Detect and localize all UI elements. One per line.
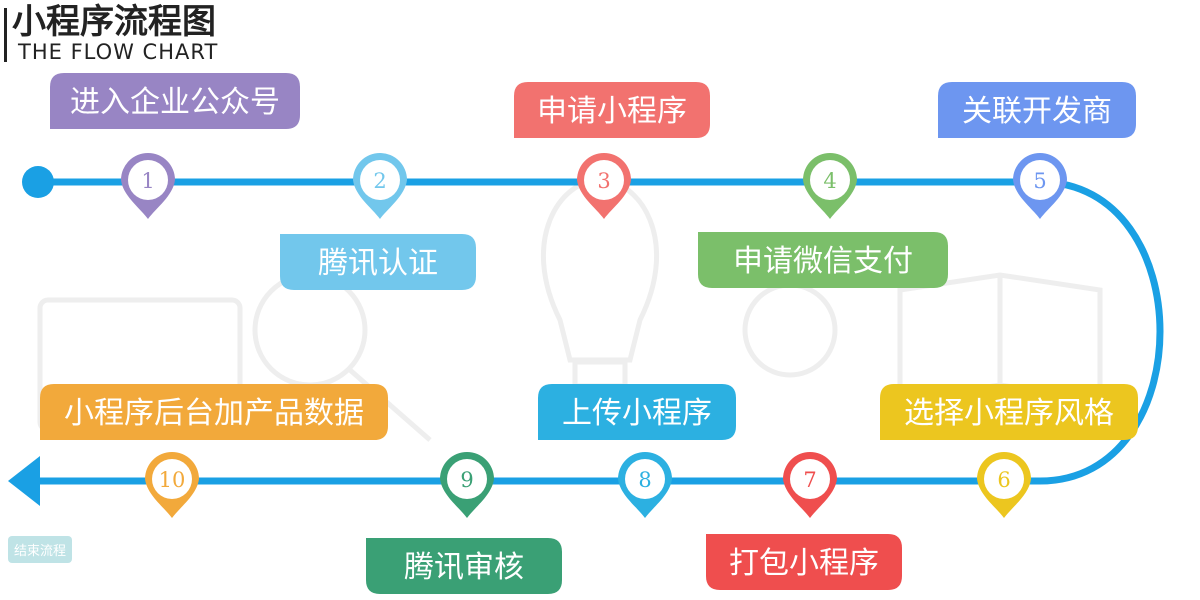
- step-number: 5: [1033, 169, 1046, 193]
- step-label-box: [938, 82, 1136, 138]
- page-title: 小程序流程图: [12, 2, 216, 42]
- pin-inner-circle: [790, 459, 830, 499]
- step-number: 6: [997, 468, 1010, 492]
- step-label-box: [706, 534, 902, 590]
- step-label-2: 腾讯认证: [280, 234, 476, 290]
- end-arrow-icon: [8, 456, 40, 506]
- pin-inner-circle: [128, 160, 168, 200]
- step-label-text: 腾讯认证: [318, 246, 438, 281]
- step-pin-2: 2: [353, 153, 407, 219]
- step-label-1: 进入企业公众号: [50, 73, 300, 129]
- step-label-6: 选择小程序风格: [880, 384, 1138, 440]
- step-label-5: 关联开发商: [938, 82, 1136, 138]
- step-number: 8: [638, 468, 651, 492]
- bulb-base-art: [572, 359, 628, 389]
- pin-inner-circle: [447, 459, 487, 499]
- step-label-text: 打包小程序: [729, 546, 879, 581]
- step-label-7: 打包小程序: [706, 534, 902, 590]
- step-label-text: 选择小程序风格: [904, 396, 1114, 431]
- pin-inner-circle: [584, 160, 624, 200]
- step-pins: 1 2 3 4 5 6 7 8 9 10: [121, 153, 1067, 518]
- step-label-box: [366, 538, 562, 594]
- step-label-3: 申请小程序: [514, 82, 710, 138]
- step-label-box: [50, 73, 300, 129]
- pin-inner-circle: [360, 160, 400, 200]
- magnifier-handle-art: [348, 368, 432, 442]
- step-label-box: [698, 232, 948, 288]
- step-label-box: [514, 82, 710, 138]
- step-label-text: 申请微信支付: [733, 244, 913, 279]
- step-number: 2: [373, 169, 386, 193]
- step-label-box: [880, 384, 1138, 440]
- step-pin-3: 3: [577, 153, 631, 219]
- start-dot: [22, 166, 54, 198]
- title-accent-bar: [4, 8, 7, 62]
- pin-inner-circle: [984, 459, 1024, 499]
- step-label-9: 腾讯审核: [366, 538, 562, 594]
- step-number: 10: [159, 468, 186, 492]
- pin-inner-circle: [810, 160, 850, 200]
- step-number: 1: [141, 169, 154, 193]
- step-label-text: 申请小程序: [537, 94, 687, 129]
- step-label-text: 小程序后台加产品数据: [64, 396, 364, 431]
- pin-inner-circle: [625, 459, 665, 499]
- pin-inner-circle: [1020, 160, 1060, 200]
- step-pin-10: 10: [145, 452, 199, 518]
- step-pin-8: 8: [618, 452, 672, 518]
- step-pin-6: 6: [977, 452, 1031, 518]
- step-pin-9: 9: [440, 452, 494, 518]
- step-label-box: [538, 384, 736, 440]
- step-number: 7: [803, 468, 816, 492]
- step-pin-5: 5: [1013, 153, 1067, 219]
- gear-art: [742, 282, 838, 378]
- step-label-text: 进入企业公众号: [70, 85, 280, 120]
- step-pin-7: 7: [783, 452, 837, 518]
- flow-line: [30, 178, 1164, 485]
- step-number: 9: [460, 468, 473, 492]
- flow-track: [8, 166, 1164, 506]
- step-label-box: [40, 384, 388, 440]
- step-label-text: 腾讯审核: [404, 550, 524, 585]
- step-number: 3: [597, 169, 610, 193]
- step-pin-1: 1: [121, 153, 175, 219]
- step-label-box: [280, 234, 476, 290]
- magnifier-art: [252, 272, 368, 388]
- step-pin-4: 4: [803, 153, 857, 219]
- step-label-8: 上传小程序: [538, 384, 736, 440]
- step-label-text: 上传小程序: [562, 396, 712, 431]
- step-label-10: 小程序后台加产品数据: [40, 384, 388, 440]
- pin-inner-circle: [152, 459, 192, 499]
- step-label-text: 关联开发商: [962, 94, 1112, 129]
- step-label-4: 申请微信支付: [698, 232, 948, 288]
- end-flow-label: 结束流程: [8, 536, 73, 563]
- step-number: 4: [823, 169, 836, 193]
- page-subtitle: THE FLOW CHART: [18, 40, 219, 64]
